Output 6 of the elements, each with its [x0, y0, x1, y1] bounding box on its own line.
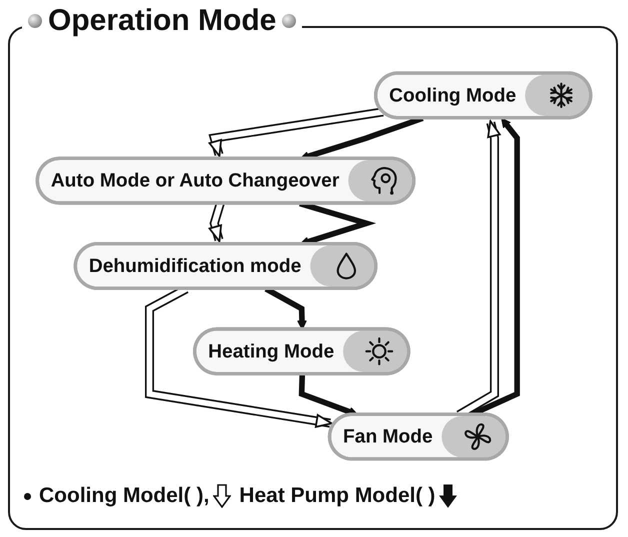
legend-text: Cooling Model( ), — [39, 484, 210, 508]
arrow — [208, 202, 223, 242]
title: Operation Mode — [48, 3, 276, 39]
arrow — [208, 109, 384, 157]
legend-text: Heat Pump Model( ) — [239, 484, 436, 508]
arrow — [298, 374, 358, 416]
